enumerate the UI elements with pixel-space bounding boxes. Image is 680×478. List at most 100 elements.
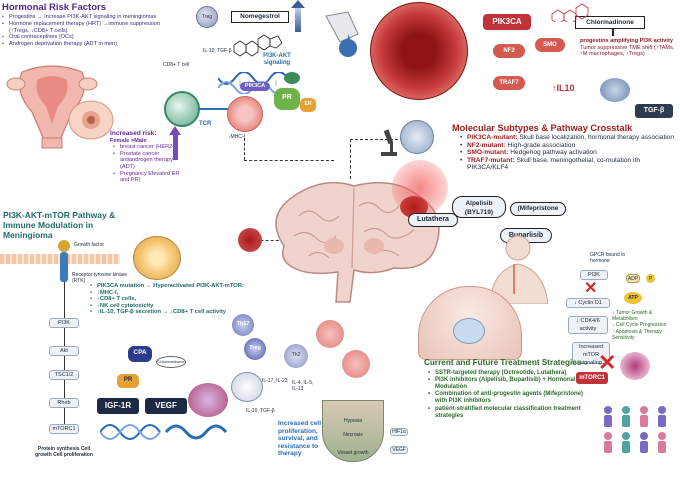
hormonal-item: Progestins → Increase PI3K-AKT signaling… bbox=[2, 14, 178, 21]
er-label: ER bbox=[304, 101, 312, 107]
microscope-sample bbox=[400, 120, 434, 154]
uterus-illustration bbox=[6, 65, 98, 149]
molecular-section: Molecular Subtypes & Pathway Crosstalk P… bbox=[452, 123, 678, 172]
risk-female: Female >Male bbox=[110, 137, 147, 144]
pathway-node-pi3k: PI3K bbox=[49, 318, 79, 328]
adp-node bbox=[626, 274, 640, 283]
tumor-cell-lower-1 bbox=[316, 320, 344, 348]
hormone-ligand bbox=[284, 72, 300, 84]
steroid-structure-icon bbox=[233, 34, 283, 57]
pathway-bullet: ↓NK cell cytotoxicity bbox=[90, 303, 246, 310]
treatment-title: Current and Future Treatment Strategies bbox=[424, 358, 582, 367]
traf7-badge: TRAF7 bbox=[493, 76, 525, 90]
pathway-spine bbox=[64, 282, 65, 432]
tumor-sphere-large bbox=[370, 2, 468, 100]
molecular-item: SMO-mutant: Hedgehog pathway activation bbox=[460, 149, 678, 157]
mech-mtor-signaling: Increased mTOR signaling bbox=[572, 342, 610, 366]
chlormadinone-structure-icon bbox=[551, 3, 589, 22]
p-label: P bbox=[648, 276, 653, 282]
molecular-title: Molecular Subtypes & Pathway Crosstalk bbox=[452, 123, 633, 133]
tumor-cell-lower-2 bbox=[342, 350, 370, 378]
chlormadinone-small-label: Chlormadinone bbox=[157, 359, 185, 364]
molecular-item-text: Hedgehog pathway activation bbox=[510, 149, 597, 157]
mech-cyclin: ↓ Cyclin D1 bbox=[566, 298, 610, 308]
growth-factor-ligand bbox=[58, 240, 70, 252]
hormonal-item: Androgen deprivation therapy (ADT in men… bbox=[2, 41, 178, 48]
microscope-icon bbox=[381, 129, 397, 156]
il10-label: ↑IL10 bbox=[552, 83, 575, 93]
smo-badge: SMO bbox=[535, 38, 565, 52]
th2-label: Th2 bbox=[291, 352, 301, 358]
red-x-icon-top: ✕ bbox=[584, 280, 598, 297]
pathway-bullet: PIK3CA mutation → Hyperactivated PI3K-AK… bbox=[90, 283, 246, 290]
treatment-item: SSTR-targeted therapy (Octreotide, Lutat… bbox=[428, 370, 594, 377]
patient-silhouette bbox=[489, 235, 549, 304]
pathway-node-akt: Akt bbox=[49, 346, 79, 356]
mech-effect: ↑ Apoptosis & Therapy Sensitivity bbox=[612, 328, 662, 341]
il17-label: IL-17, IL-23 bbox=[262, 378, 288, 384]
hormonal-list: Progestins → Increase PI3K-AKT signaling… bbox=[2, 14, 178, 48]
pik3ca-badge: PIK3CA bbox=[483, 14, 531, 30]
chlormadinone-ligand bbox=[156, 356, 186, 368]
breast-illustration bbox=[68, 100, 114, 140]
treg-cell bbox=[196, 6, 218, 28]
chlormadinone-arrow bbox=[612, 28, 614, 36]
il10-lower-label: IL-10, TGF-β bbox=[246, 408, 275, 414]
cytokine-label: IL-10, TGF-β bbox=[203, 48, 232, 54]
nucleus-icon bbox=[453, 318, 485, 344]
pr-receptor-lower bbox=[117, 374, 139, 388]
risk-item: breast cancer (HER2+) bbox=[113, 144, 182, 151]
molecular-item-text: Skull base, meningothelial, co-mutation … bbox=[467, 156, 640, 172]
molecular-list: PIK3CA-mutant: Skull base localization, … bbox=[460, 134, 678, 172]
mech-effect: ↓ Tumor Growth & Metabolism bbox=[612, 310, 653, 323]
molecular-item-label: NF2-mutant: bbox=[467, 141, 506, 149]
mech-cdk: ↓ CDK4/6 activity bbox=[568, 316, 608, 334]
pr-label-top: PR bbox=[282, 94, 292, 101]
vegf-badge: VEGF bbox=[145, 398, 187, 414]
molecular-item-label: SMO-mutant: bbox=[467, 149, 509, 157]
pathway-node-rheb: Rheb bbox=[49, 398, 79, 408]
tumor-nodule-left bbox=[238, 228, 262, 252]
increased-risk: Increased risk: Female >Male breast canc… bbox=[110, 130, 182, 184]
up-arrow-head-icon bbox=[291, 0, 305, 8]
treg-label: Treg bbox=[201, 14, 213, 20]
atp-node bbox=[624, 292, 642, 304]
tumor-cell-top bbox=[227, 96, 263, 132]
treatment-list: SSTR-targeted therapy (Octreotide, Lutat… bbox=[428, 370, 594, 420]
macrophage-cell bbox=[231, 372, 263, 402]
mhc-label: ↓MHC-I bbox=[228, 134, 245, 140]
molecular-item: NF2-mutant: High-grade association bbox=[460, 142, 678, 150]
molecular-item-label: PIK3CA-mutant: bbox=[467, 134, 518, 141]
growth-factor-label: Growth factor bbox=[74, 242, 105, 248]
pathway-result: Increased cell proliferation, survival, … bbox=[278, 420, 321, 457]
treatment-item: patient-stratified molecular classificat… bbox=[428, 406, 594, 420]
hypoxia-diagram bbox=[322, 400, 384, 462]
risk-item: Prostate cancer antiandrogen therapy (AD… bbox=[113, 151, 182, 171]
th17-label: Th17 bbox=[236, 321, 250, 327]
vessel-cluster bbox=[188, 383, 228, 417]
tme-note-body: Tumor suppressive TME shift (↑TAMs, ↑M m… bbox=[580, 44, 675, 58]
pathway-bullet: ↓CD8+ T cells, bbox=[90, 296, 246, 303]
tme-note: progestins amplifying PI3K activity Tumo… bbox=[580, 38, 678, 58]
tumor-cell-glow bbox=[620, 352, 650, 380]
tme-note-title: progestins amplifying PI3K activity bbox=[580, 38, 673, 44]
risk-item: Pregnancy Elevated ER and PR) bbox=[113, 171, 182, 184]
cream-tube-icon bbox=[325, 11, 359, 57]
risk-title: Increased risk: bbox=[110, 130, 157, 137]
nf2-badge: NF2 bbox=[493, 44, 525, 58]
pathway-bullet: ↑IL-10, TGF-β secretion → ↓CD8+ T cell a… bbox=[90, 309, 246, 316]
hormonal-title: Hormonal Risk Factors bbox=[2, 2, 106, 13]
tcr-label: TCR bbox=[199, 121, 212, 127]
atp-label: ATP bbox=[628, 295, 638, 301]
drug-alpelisib: Alpelisib (BYL719) bbox=[452, 196, 506, 218]
treg-lower-label: Treg bbox=[249, 345, 261, 351]
drug-mifepristone: (Mifepristone bbox=[510, 202, 566, 216]
cd8-t-cell bbox=[164, 91, 200, 127]
cd8-label: CD8+ T cell bbox=[163, 62, 190, 68]
patient-group-icon bbox=[604, 406, 666, 453]
pathway-outcome: Protein synthesis Cell growth Cell proli… bbox=[35, 446, 93, 458]
rtk-receptor bbox=[60, 252, 68, 282]
brain-illustration bbox=[275, 181, 440, 303]
vegf-small-box: VEGF bbox=[390, 446, 408, 454]
adp-label: ADP bbox=[627, 276, 639, 282]
